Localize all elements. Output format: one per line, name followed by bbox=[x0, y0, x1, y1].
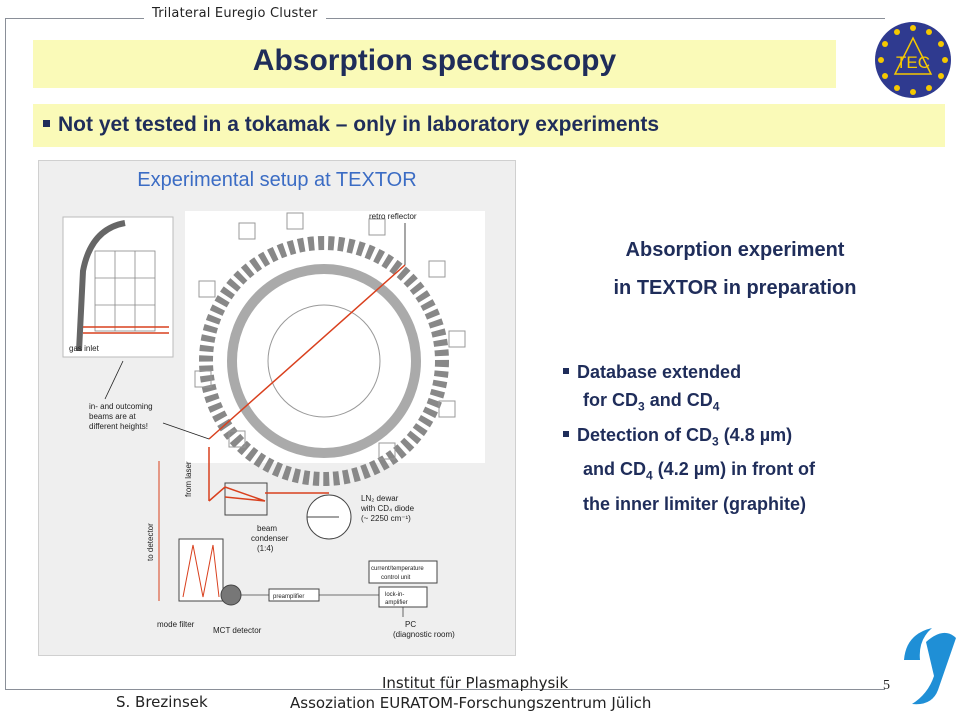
label-condenser-3: (1:4) bbox=[257, 544, 274, 553]
bullet-detection: Detection of CD3 (4.8 µm) bbox=[563, 421, 815, 456]
label-pc-2: (diagnostic room) bbox=[393, 630, 455, 639]
subscript: 4 bbox=[646, 468, 653, 483]
star-ring-icon bbox=[878, 25, 948, 95]
setup-diagram: gas inlet retro reflector in- and outcom… bbox=[62, 211, 485, 639]
torus-outer-ring bbox=[199, 236, 449, 486]
label-beams-2: beams are at bbox=[89, 412, 136, 421]
tec-logo: TEC bbox=[875, 22, 951, 98]
bullet-database-line2: for CD3 and CD4 bbox=[563, 386, 815, 421]
bullet-database: Database extended bbox=[563, 358, 815, 386]
title-highlight bbox=[33, 40, 836, 88]
label-condenser-1: beam bbox=[257, 524, 277, 533]
fz-juelich-logo bbox=[904, 628, 956, 705]
subscript: 3 bbox=[638, 399, 645, 414]
text-fragment: (4.8 µm) bbox=[718, 424, 793, 445]
cluster-label: Trilateral Euregio Cluster bbox=[144, 6, 326, 21]
text-fragment: Detection of CD bbox=[577, 424, 712, 445]
bullet-square-icon bbox=[563, 430, 569, 437]
page-number: 5 bbox=[883, 678, 890, 693]
condenser-beam bbox=[208, 486, 266, 502]
bullet-highlight bbox=[33, 104, 945, 147]
pointer-1 bbox=[104, 360, 124, 400]
preamplifier-box bbox=[268, 588, 320, 602]
label-gas-inlet: gas inlet bbox=[69, 344, 100, 353]
figure-title: Experimental setup at TEXTOR bbox=[137, 169, 417, 191]
label-lockin-2: amplifier bbox=[385, 600, 408, 606]
bullet-square-icon bbox=[563, 368, 569, 375]
pointer-2 bbox=[162, 422, 210, 440]
label-retro-reflector: retro reflector bbox=[369, 212, 417, 221]
bullet-square-icon bbox=[43, 119, 50, 127]
footer-institute-line2: Assoziation EURATOM-Forschungszentrum Jü… bbox=[290, 694, 652, 712]
label-beams-3: different heights! bbox=[89, 422, 148, 431]
mode-filter-box bbox=[178, 538, 224, 602]
mct-detector bbox=[220, 584, 242, 606]
frame-bottom-line bbox=[5, 689, 885, 690]
label-control-1: current/temperature bbox=[371, 566, 424, 572]
frame-top-line bbox=[5, 18, 885, 19]
label-beams-1: in- and outcoming bbox=[89, 402, 153, 411]
right-heading-line1: Absorption experiment bbox=[625, 239, 845, 261]
label-from-laser: from laser bbox=[184, 461, 193, 497]
label-control-2: control unit bbox=[381, 575, 411, 581]
frame-left-line bbox=[5, 18, 6, 690]
experimental-setup-figure: Experimental setup at TEXTOR gas inlet r… bbox=[38, 160, 516, 656]
subscript: 3 bbox=[712, 434, 719, 449]
torus-inner-ring bbox=[227, 264, 421, 458]
label-pc-1: PC bbox=[405, 620, 416, 629]
subscript: 4 bbox=[712, 399, 720, 414]
label-dewar-1: LN₂ dewar bbox=[361, 494, 399, 503]
mode-filter-beam bbox=[182, 544, 220, 598]
label-mct-detector: MCT detector bbox=[213, 626, 262, 635]
logo-text: TEC bbox=[896, 53, 930, 72]
text-fragment: and CD bbox=[644, 390, 713, 410]
slide-title: Absorption spectroscopy bbox=[252, 44, 617, 77]
label-to-detector: to detector bbox=[146, 523, 155, 561]
label-dewar-3: (~ 2250 cm⁻¹) bbox=[361, 514, 411, 523]
limiter-shape bbox=[76, 220, 126, 352]
main-bullet: Not yet tested in a tokamak – only in la… bbox=[43, 113, 659, 137]
main-bullet-text: Not yet tested in a tokamak – only in la… bbox=[58, 113, 660, 136]
laser-beam-torus bbox=[208, 264, 406, 440]
control-unit-box bbox=[368, 560, 438, 584]
bullet-detection-line3: the inner limiter (graphite) bbox=[583, 493, 807, 514]
label-condenser-2: condenser bbox=[251, 534, 289, 543]
right-bullets: Database extended for CD3 and CD4 Detect… bbox=[563, 358, 815, 518]
label-dewar-2: with CD₄ diode bbox=[360, 504, 415, 513]
torus-core bbox=[267, 304, 381, 418]
right-heading-line2: in TEXTOR in preparation bbox=[613, 277, 857, 299]
right-heading: Absorption experiment in TEXTOR in prepa… bbox=[545, 231, 925, 307]
bullet-detection-line2: and CD4 (4.2 µm) in front of bbox=[563, 455, 815, 490]
ports bbox=[194, 212, 466, 460]
text-fragment: for CD bbox=[583, 390, 638, 410]
tile-grid bbox=[94, 250, 156, 332]
footer-author: S. Brezinsek bbox=[116, 693, 208, 711]
beam-condenser-box bbox=[224, 482, 268, 516]
footer-institute-line1: Institut für Plasmaphysik bbox=[382, 674, 569, 692]
text-fragment: (4.2 µm) in front of bbox=[652, 459, 816, 480]
label-mode-filter: mode filter bbox=[157, 620, 195, 629]
text-fragment: and CD bbox=[583, 459, 646, 480]
bullet-database-text: Database extended bbox=[577, 362, 742, 382]
label-preamplifier: preamplifier bbox=[273, 594, 304, 600]
label-lockin-1: lock-in- bbox=[385, 592, 404, 598]
